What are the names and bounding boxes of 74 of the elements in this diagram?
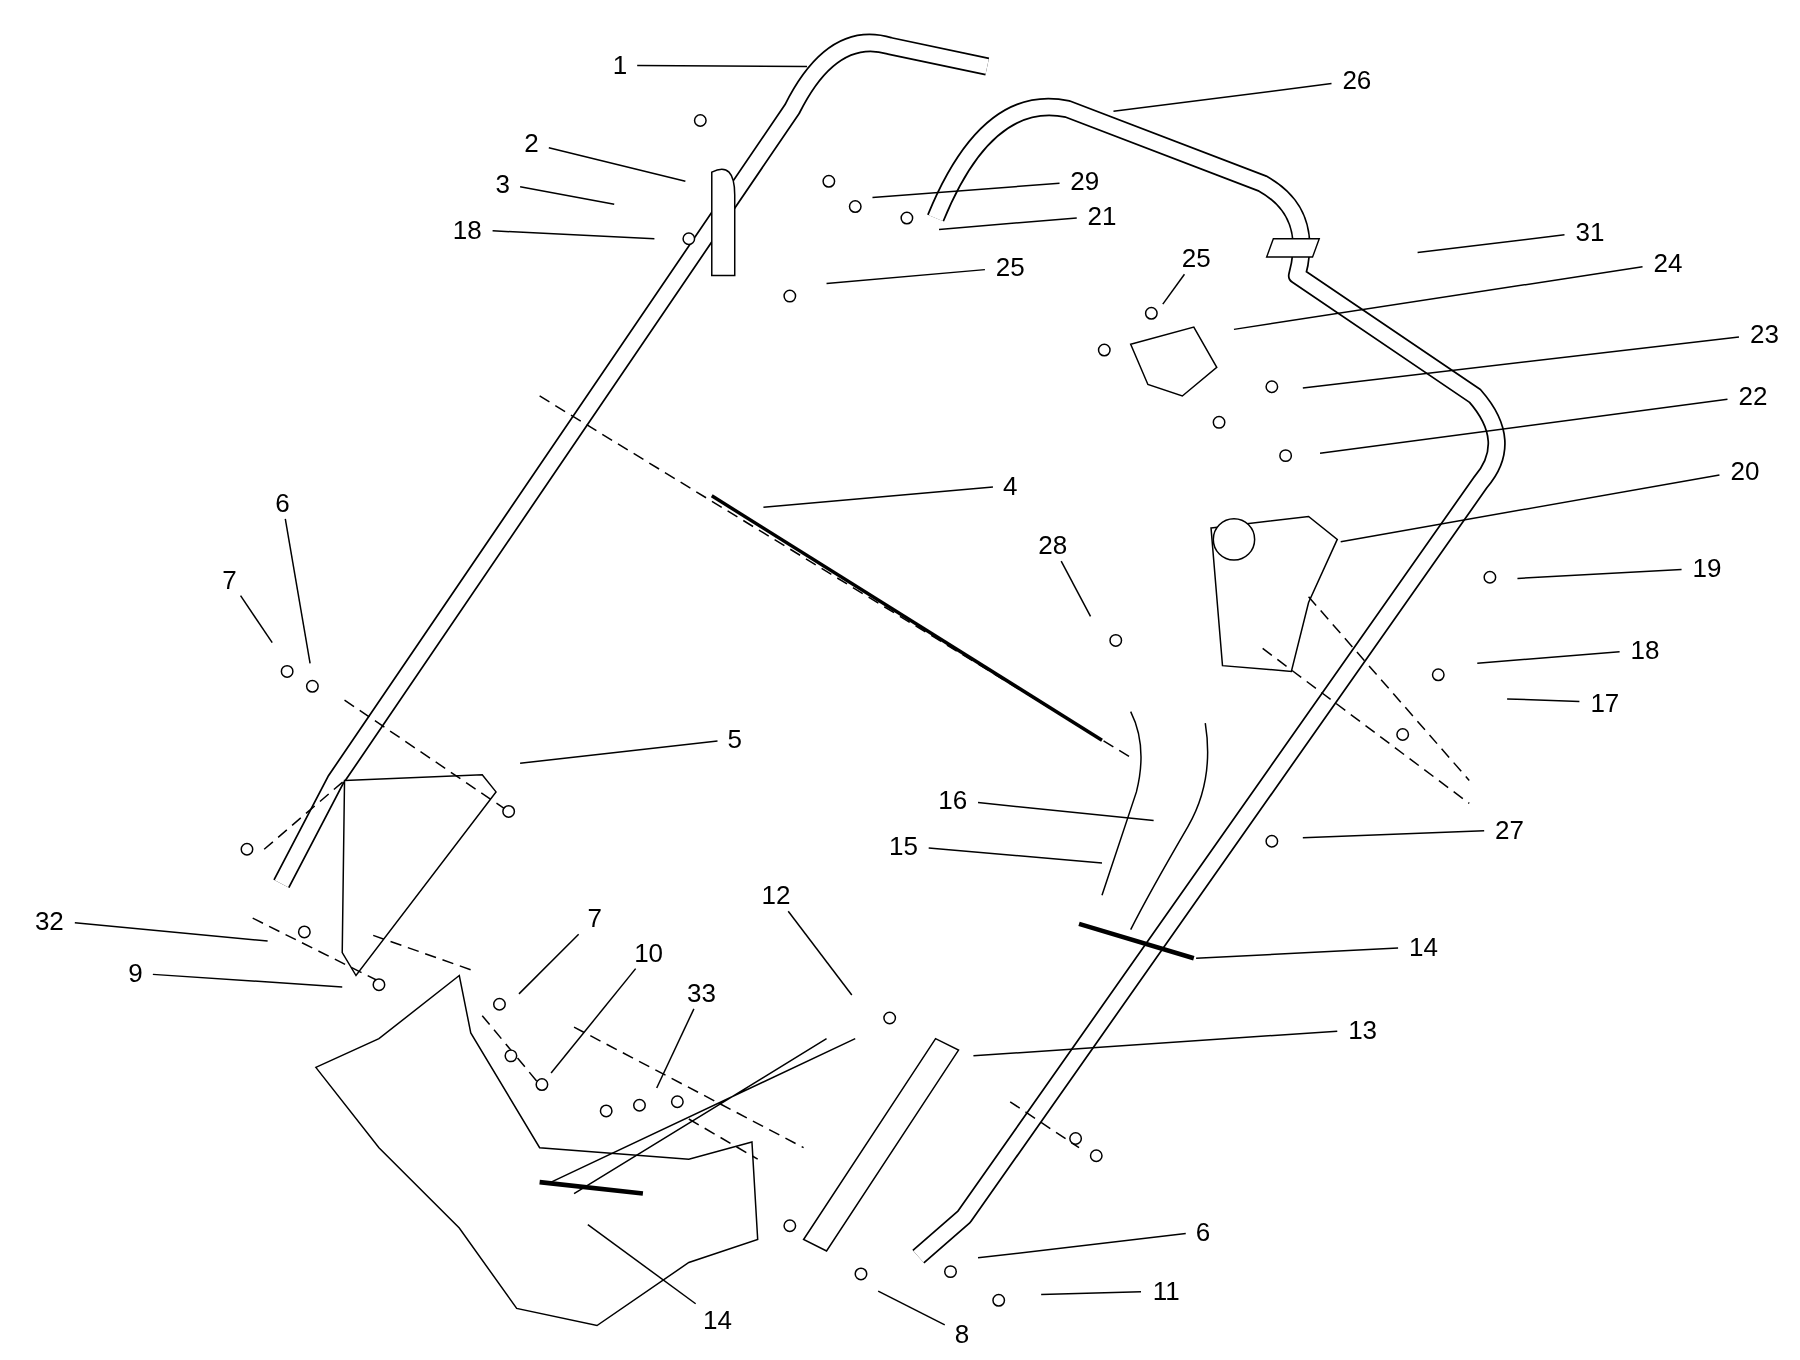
- callout-number: 16: [938, 787, 968, 814]
- callout-number: 32: [34, 907, 64, 934]
- leader-line: [1302, 830, 1485, 839]
- leader-line: [518, 933, 580, 995]
- callout-number: 33: [686, 980, 716, 1006]
- callout-number: 17: [1590, 689, 1620, 716]
- leader-line: [871, 182, 1061, 199]
- leader-line: [1319, 398, 1729, 455]
- leader-line: [825, 268, 986, 285]
- callout-number: 18: [1630, 636, 1660, 663]
- callout-number: 14: [703, 1307, 732, 1334]
- leader-line: [938, 217, 1078, 231]
- callout-number: 22: [1738, 383, 1768, 410]
- leader-line: [519, 740, 719, 764]
- leader-line: [787, 910, 853, 996]
- leader-line: [877, 1290, 946, 1326]
- callout-number: 25: [995, 254, 1025, 281]
- callout-number: 26: [1342, 67, 1372, 94]
- leader-line: [1506, 698, 1581, 703]
- callout-number: 8: [954, 1320, 970, 1347]
- callout-number: 7: [222, 566, 237, 593]
- callout-number: 25: [1181, 245, 1211, 272]
- callout-number: 10: [634, 939, 664, 966]
- leader-line: [636, 64, 808, 68]
- callout-number: 3: [495, 170, 511, 197]
- leader-line: [587, 1223, 697, 1305]
- callout-number: 21: [1087, 202, 1117, 229]
- leader-line: [491, 230, 656, 240]
- callout-number: 11: [1152, 1278, 1180, 1305]
- leader-line: [1516, 568, 1683, 580]
- leader-line: [1416, 234, 1566, 254]
- leader-line: [1233, 265, 1644, 331]
- leader-line: [1112, 82, 1333, 113]
- callout-number: 27: [1495, 816, 1524, 843]
- callout-number: 9: [128, 960, 143, 987]
- callout-number: 29: [1070, 168, 1100, 195]
- leader-line: [550, 967, 637, 1074]
- callout-number: 23: [1749, 321, 1779, 348]
- leader-line: [239, 594, 273, 644]
- callout-number: 1: [612, 52, 628, 79]
- callout-number: 4: [1002, 472, 1018, 499]
- callout-number: 12: [761, 882, 791, 909]
- callout-number: 24: [1653, 249, 1683, 276]
- leader-line: [977, 801, 1155, 822]
- callout-number: 28: [1038, 532, 1068, 559]
- leader-line: [972, 1030, 1338, 1057]
- callout-number: 7: [587, 905, 602, 932]
- callout-number: 2: [524, 130, 539, 157]
- leader-line: [927, 847, 1103, 864]
- leader-line: [1040, 1291, 1142, 1296]
- leader-line: [1060, 560, 1092, 618]
- leader-line: [1339, 474, 1721, 543]
- leader-line: [284, 518, 311, 665]
- leader-line: [74, 922, 269, 942]
- callout-number: 13: [1348, 1016, 1378, 1043]
- callout-number: 18: [452, 216, 482, 243]
- callout-number: 15: [889, 833, 918, 860]
- leader-line: [762, 486, 994, 508]
- leader-line: [548, 146, 687, 183]
- callout-number: 20: [1730, 457, 1760, 484]
- leader-line: [1162, 273, 1186, 305]
- leader-line: [519, 186, 615, 206]
- callout-number: 19: [1692, 555, 1722, 582]
- leader-line: [977, 1232, 1187, 1259]
- callout-number: 14: [1409, 934, 1438, 961]
- leader-line: [1476, 650, 1621, 665]
- leader-line: [1302, 336, 1740, 389]
- leader-line: [152, 973, 343, 988]
- leader-line: [655, 1008, 695, 1089]
- callout-number: 31: [1575, 218, 1605, 245]
- callout-number: 6: [275, 489, 290, 516]
- callout-number: 6: [1195, 1218, 1211, 1245]
- callout-number: 5: [727, 726, 742, 753]
- leader-line: [1195, 947, 1399, 960]
